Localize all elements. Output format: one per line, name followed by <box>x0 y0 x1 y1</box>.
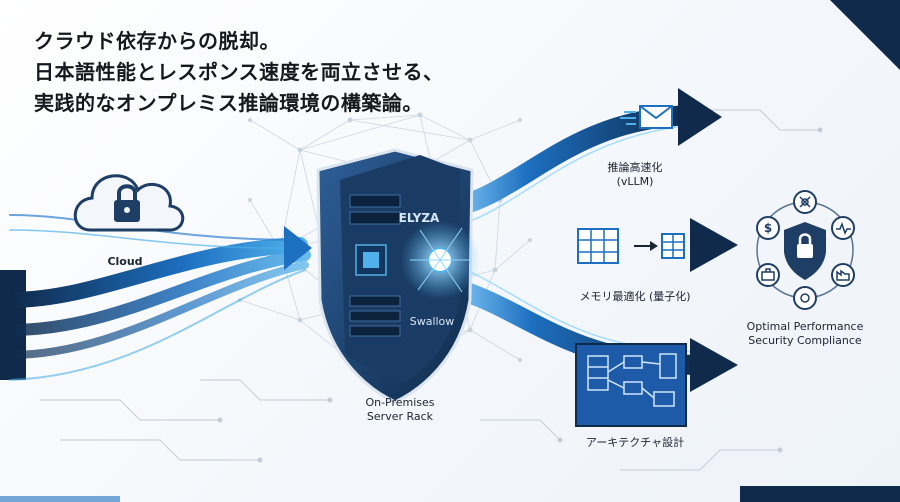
gear-icon <box>793 286 817 310</box>
server-bottom-label: Swallow <box>410 315 455 328</box>
circuit-traces <box>40 109 820 471</box>
corner-accent-bottom <box>740 486 900 502</box>
corner-accent-bottom-left <box>0 496 120 502</box>
dollar-icon <box>756 216 780 240</box>
envelope-icon <box>620 105 673 129</box>
incoming-data-streams <box>2 214 311 381</box>
cloud-label: Cloud <box>107 255 143 268</box>
headline: クラウド依存からの脱却。 日本語性能とレスポンス速度を両立させる、 実践的なオン… <box>34 26 444 119</box>
server-top-label: ELYZA <box>399 211 440 225</box>
server-caption: On-Premises Server Rack <box>345 396 455 424</box>
output-arrow-head-1 <box>678 88 722 146</box>
architecture-diagram-icon <box>575 343 687 427</box>
headline-line-3: 実践的なオンプレミス推論環境の構築論。 <box>34 91 423 115</box>
shield-server-icon <box>316 148 480 404</box>
satellite-icons <box>756 190 855 310</box>
factory-icon <box>831 263 855 287</box>
output-label-1-line-2: (vLLM) <box>616 175 654 188</box>
output-label-2: メモリ最適化 (量子化) <box>579 290 691 303</box>
result-label-line-2: Security Compliance <box>748 334 862 347</box>
output-label-1: 推論高速化 (vLLM) <box>575 161 695 189</box>
server-caption-line-2: Server Rack <box>366 410 434 423</box>
result-label: Optimal Performance Security Compliance <box>735 320 875 348</box>
server-caption-line-1: On-Premises <box>365 396 435 409</box>
headline-line-2: 日本語性能とレスポンス速度を両立させる、 <box>34 60 444 84</box>
corner-accent-top <box>830 0 900 70</box>
cloud-lock-icon <box>73 174 185 232</box>
incoming-arrow-head <box>284 226 312 270</box>
svg-text:$: $ <box>764 221 772 235</box>
output-label-1-line-1: 推論高速化 <box>607 161 663 174</box>
output-arrow-head-2 <box>690 218 738 272</box>
headline-line-1: クラウド依存からの脱却。 <box>34 29 280 53</box>
output-label-3: アーキテクチャ設計 <box>585 436 685 449</box>
output-arrow-head-3 <box>690 338 738 392</box>
result-label-line-1: Optimal Performance <box>746 320 864 333</box>
briefcase-icon <box>756 263 780 287</box>
memory-blocks-icon <box>577 228 685 264</box>
